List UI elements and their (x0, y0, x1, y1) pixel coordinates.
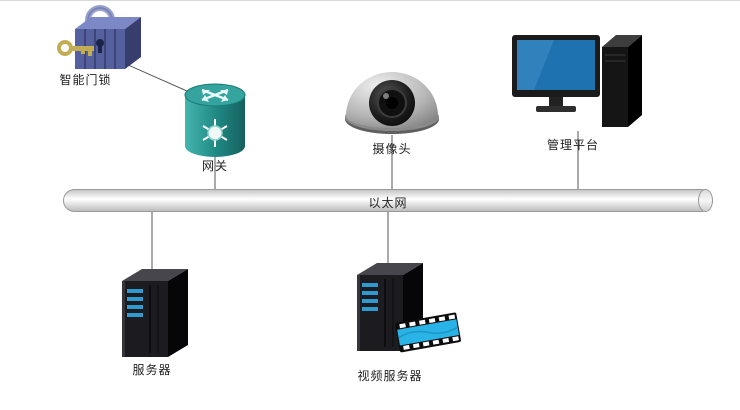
server-label: 服务器 (132, 363, 172, 377)
video-server-icon (357, 263, 461, 353)
film-strip-icon (395, 312, 461, 353)
gateway-label: 网关 (201, 159, 228, 173)
management-platform-label: 管理平台 (546, 138, 599, 152)
management-platform-node (512, 27, 644, 133)
camera-label: 摄像头 (372, 142, 412, 156)
server-icon (122, 269, 188, 357)
smart-lock-node (55, 3, 150, 73)
video-server-label: 视频服务器 (357, 369, 423, 383)
management-platform-icon (512, 35, 642, 127)
smart-lock-icon (57, 5, 141, 69)
smart-lock-label: 智能门锁 (59, 73, 112, 87)
ethernet-bus-label: 以太网 (368, 196, 408, 210)
key-icon (57, 40, 94, 56)
gateway-node (183, 81, 247, 159)
ethernet-bus-endcap (698, 189, 713, 212)
ethernet-bus: 以太网 (63, 189, 713, 212)
camera-icon (345, 72, 439, 134)
video-server-node (347, 259, 462, 363)
server-node (112, 265, 194, 361)
camera-node (342, 53, 442, 137)
gateway-icon (184, 83, 246, 157)
